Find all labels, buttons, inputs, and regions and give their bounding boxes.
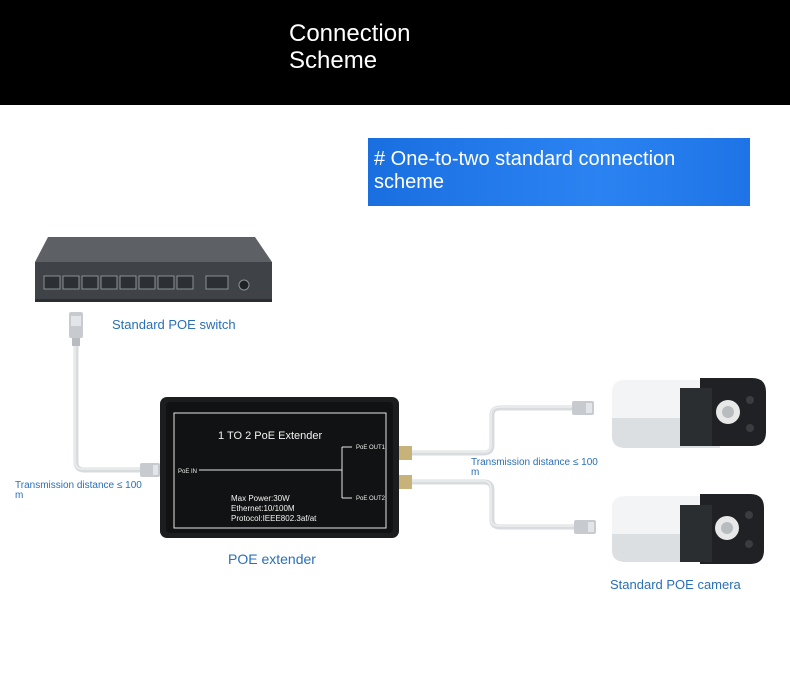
cable-out1-to-camera1: [403, 405, 583, 456]
banner-text: # One-to-two standard connection scheme: [374, 148, 676, 193]
extender-spec-protocol: Protocol:IEEE802.3af/at: [231, 514, 317, 523]
extender-title: 1 TO 2 PoE Extender: [218, 430, 322, 442]
rj45-connector-icon: [69, 312, 83, 346]
page-title-line1: Connection: [289, 20, 411, 47]
extender-label: POE extender: [228, 551, 316, 567]
switch-ports: [43, 275, 229, 290]
cable-out2-to-camera2: [403, 479, 585, 530]
extender-poe-out1-label: PoE OUT1: [356, 445, 386, 451]
header-bar: Connection Scheme: [0, 0, 790, 105]
rj45-connector-icon: [572, 401, 594, 415]
rj45-connector-icon: [574, 520, 596, 534]
poe-extender-box: 1 TO 2 PoE Extender PoE IN PoE OUT1 PoE …: [160, 397, 399, 538]
extender-spec-power: Max Power:30W: [231, 494, 290, 503]
page-title: Connection Scheme: [289, 20, 489, 74]
cable-switch-to-extender: [73, 342, 151, 473]
extender-output-ports: [398, 446, 412, 489]
bullet-camera-icon: [612, 378, 766, 448]
camera-label: Standard POE camera: [610, 577, 741, 592]
distance-label-left: Transmission distance ≤ 100 m: [15, 480, 142, 501]
switch-power-jack: [238, 279, 250, 291]
extender-poe-out2-label: PoE OUT2: [356, 496, 386, 502]
bullet-camera-icon: [612, 494, 764, 564]
section-banner: # One-to-two standard connection scheme: [368, 138, 750, 206]
extender-poe-in-label: PoE IN: [178, 469, 197, 475]
distance-label-right: Transmission distance ≤ 100 m: [471, 457, 598, 478]
poe-switch-icon: [35, 237, 272, 302]
page-title-line2: Scheme: [289, 47, 378, 74]
rj45-connector-icon: [140, 463, 160, 477]
switch-label: Standard POE switch: [112, 317, 236, 332]
extender-spec-ethernet: Ethernet:10/100M: [231, 504, 295, 513]
